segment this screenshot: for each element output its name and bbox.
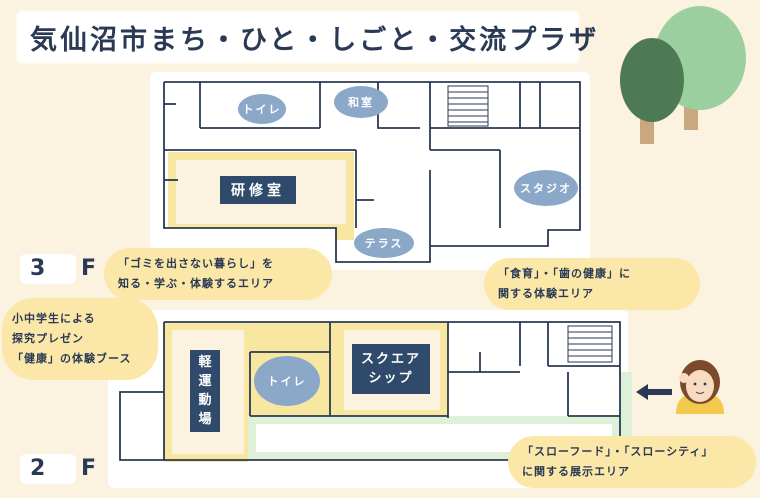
callout-2f-health: 小中学生による 探究プレゼン 「健康」の体験ブース [2,298,158,380]
callout-2f-health-line2: 探究プレゼン [12,332,84,345]
floor3-stairs [447,85,489,127]
callout-2f-health-line1: 小中学生による [12,312,96,325]
room-square-ship[interactable]: スクエア シップ [352,344,430,394]
room-keiundoujou-char1: 軽 [198,355,212,370]
tree-icon [620,6,746,144]
room-keiundoujou-char2: 運 [198,374,212,389]
callout-2f-food: 「食育」・「歯の健康」に 関する体験エリア [484,258,700,310]
floor-label-3f-bg [20,254,76,284]
callout-2f-slow-line2: に関する展示エリア [522,465,630,478]
floor-label-2f: 2 F [30,456,110,481]
callout-2f-food-line2: 関する体験エリア [498,287,594,300]
callout-3f-eco-line1: 「ゴミを出さない暮らし」を [118,257,274,270]
room-toilet-2f[interactable]: トイレ [254,356,320,406]
callout-2f-slow-line1: 「スローフード」・「スローシティ」 [522,445,714,458]
page-title: 気仙沼市まち・ひと・しごと・交流プラザ [30,25,600,56]
room-square-ship-line2: シップ [368,371,414,386]
guide-person-icon [676,360,724,414]
floor3-walls [163,81,581,263]
floor2-stairs [567,325,613,363]
floor-label-3f: 3 F [30,256,110,281]
room-square-ship-line1: スクエア [360,352,421,367]
room-studio[interactable]: スタジオ [514,170,578,206]
callout-3f-eco: 「ゴミを出さない暮らし」を 知る・学ぶ・体験するエリア [104,248,332,300]
callout-2f-health-line3: 「健康」の体験ブース [12,352,132,365]
room-kenshu[interactable]: 研修室 [220,176,296,204]
room-keiundoujou[interactable]: 軽 運 動 場 [190,350,220,432]
floor-label-2f-bg [20,454,76,484]
room-keiundoujou-char3: 動 [198,393,212,408]
callout-3f-eco-line2: 知る・学ぶ・体験するエリア [118,277,274,290]
callout-2f-food-line1: 「食育」・「歯の健康」に [498,267,631,280]
callout-2f-slow: 「スローフード」・「スローシティ」 に関する展示エリア [508,436,756,488]
room-keiundoujou-char4: 場 [198,412,212,427]
room-toilet-3f[interactable]: トイレ [238,94,286,124]
room-washitsu[interactable]: 和室 [334,86,388,118]
room-terrace[interactable]: テラス [354,228,414,258]
title-banner [18,12,578,62]
arrow-left-icon [636,384,672,400]
